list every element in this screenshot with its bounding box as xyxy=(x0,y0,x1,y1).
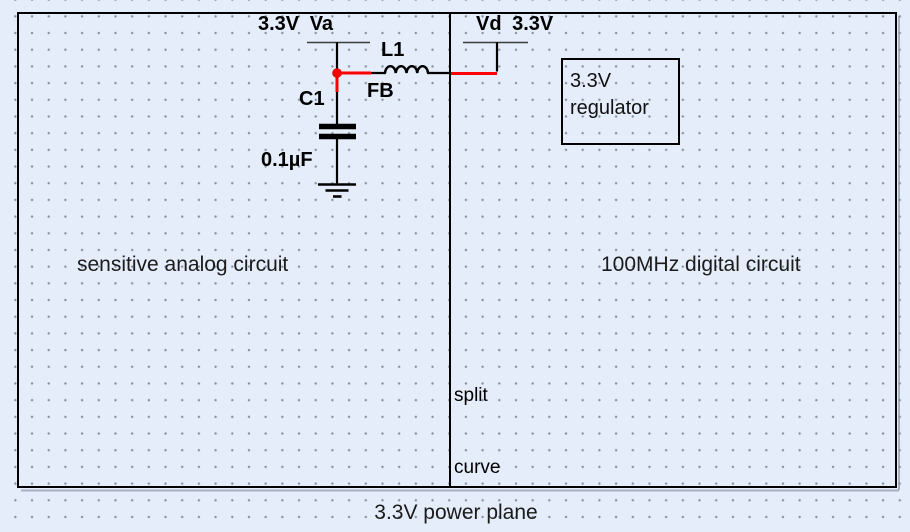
inductor-ref-label: L1 xyxy=(381,39,405,61)
capacitor-ref-label: C1 xyxy=(299,88,325,110)
split-label-line2: curve xyxy=(454,457,501,478)
regulator-label-line1: 3.3V xyxy=(570,70,612,92)
wire-black xyxy=(335,42,499,184)
split-label: split curve xyxy=(454,336,500,528)
digital-rail-label: Vd 3.3V xyxy=(476,13,554,35)
ferrite-bead-coil xyxy=(383,65,430,75)
regulator-label-line2: regulator xyxy=(570,97,649,119)
analog-rail-label: 3.3V Va xyxy=(258,13,334,35)
analog-section-label: sensitive analog circuit xyxy=(77,253,289,276)
ground-symbol xyxy=(318,183,356,198)
power-plane-caption: 3.3V power plane xyxy=(374,501,538,524)
junction-dot xyxy=(332,68,342,78)
regulator-box: 3.3V regulator xyxy=(561,58,680,145)
digital-section-label: 100MHz digital circuit xyxy=(601,253,801,276)
wire-red-highlight xyxy=(335,71,497,92)
power-plane-boundary xyxy=(17,12,897,488)
capacitor-value-label: 0.1µF xyxy=(261,149,313,171)
split-label-line1: split xyxy=(454,385,488,406)
inductor-type-label: FB xyxy=(367,80,394,102)
